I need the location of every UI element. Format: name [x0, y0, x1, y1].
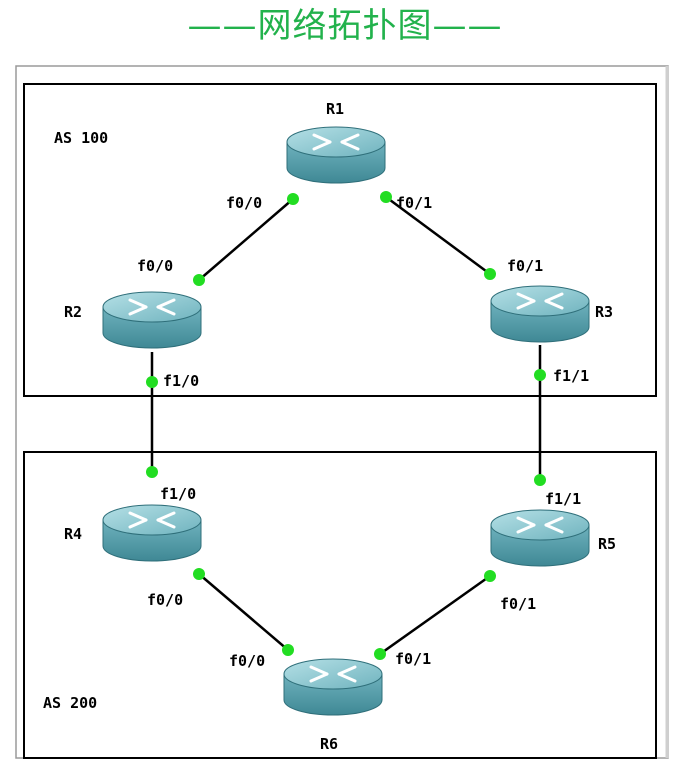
interface-labels: f0/0 f0/1 f0/0 f0/1 f1/0 f1/1 f1/0 f1/1 … — [137, 194, 589, 670]
link-r5-r6 — [379, 574, 491, 656]
area-label-as100: AS 100 — [54, 129, 108, 147]
router-arrows-icon — [128, 511, 176, 529]
router-label-r6: R6 — [320, 735, 338, 753]
port-r3-f0-1[interactable] — [484, 268, 496, 280]
port-r3-f1-1[interactable] — [534, 369, 546, 381]
port-r6-f0-0[interactable] — [282, 644, 294, 656]
port-r4-f0-0[interactable] — [193, 568, 205, 580]
router-r1[interactable] — [286, 126, 386, 184]
router-labels: R1 R2 R3 R4 R5 R6 — [64, 100, 616, 753]
router-arrows-icon — [516, 292, 564, 310]
router-arrows-icon — [312, 133, 360, 151]
if-label-r3-f0-1: f0/1 — [507, 257, 543, 275]
diagram-title: ——网络拓扑图—— — [187, 6, 503, 46]
router-label-r4: R4 — [64, 525, 82, 543]
if-label-r1-f0-0: f0/0 — [226, 194, 262, 212]
link-r1-r3 — [385, 195, 491, 276]
links — [150, 195, 542, 656]
router-label-r2: R2 — [64, 303, 82, 321]
area-as200 — [23, 451, 657, 759]
port-r5-f0-1[interactable] — [484, 570, 496, 582]
if-label-r2-f0-0: f0/0 — [137, 257, 173, 275]
router-arrows-icon — [516, 516, 564, 534]
port-r2-f0-0[interactable] — [193, 274, 205, 286]
router-label-r3: R3 — [595, 303, 613, 321]
if-label-r4-f0-0: f0/0 — [147, 591, 183, 609]
router-label-r5: R5 — [598, 535, 616, 553]
port-r1-f0-1[interactable] — [380, 191, 392, 203]
router-r5[interactable] — [490, 509, 590, 567]
router-r6[interactable] — [283, 658, 383, 716]
link-r1-r2 — [198, 198, 294, 281]
port-r1-f0-0[interactable] — [287, 193, 299, 205]
port-r4-f1-0[interactable] — [146, 466, 158, 478]
if-label-r5-f1-1: f1/1 — [545, 490, 581, 508]
router-label-r1: R1 — [326, 100, 344, 118]
if-label-r5-f0-1: f0/1 — [500, 595, 536, 613]
router-arrows-icon — [128, 298, 176, 316]
if-label-r3-f1-1: f1/1 — [553, 367, 589, 385]
router-arrows-icon — [309, 665, 357, 683]
port-r6-f0-1[interactable] — [374, 648, 386, 660]
if-label-r6-f0-0: f0/0 — [229, 652, 265, 670]
router-r3[interactable] — [490, 285, 590, 343]
link-r4-r6 — [198, 573, 289, 651]
port-r2-f1-0[interactable] — [146, 376, 158, 388]
if-label-r6-f0-1: f0/1 — [395, 650, 431, 668]
if-label-r2-f1-0: f1/0 — [163, 372, 199, 390]
area-label-as200: AS 200 — [43, 694, 97, 712]
port-dots — [146, 191, 546, 660]
area-as100 — [23, 83, 657, 397]
port-r5-f1-1[interactable] — [534, 474, 546, 486]
router-r4[interactable] — [102, 504, 202, 562]
if-label-r1-f0-1: f0/1 — [396, 194, 432, 212]
if-label-r4-f1-0: f1/0 — [160, 485, 196, 503]
router-r2[interactable] — [102, 291, 202, 349]
